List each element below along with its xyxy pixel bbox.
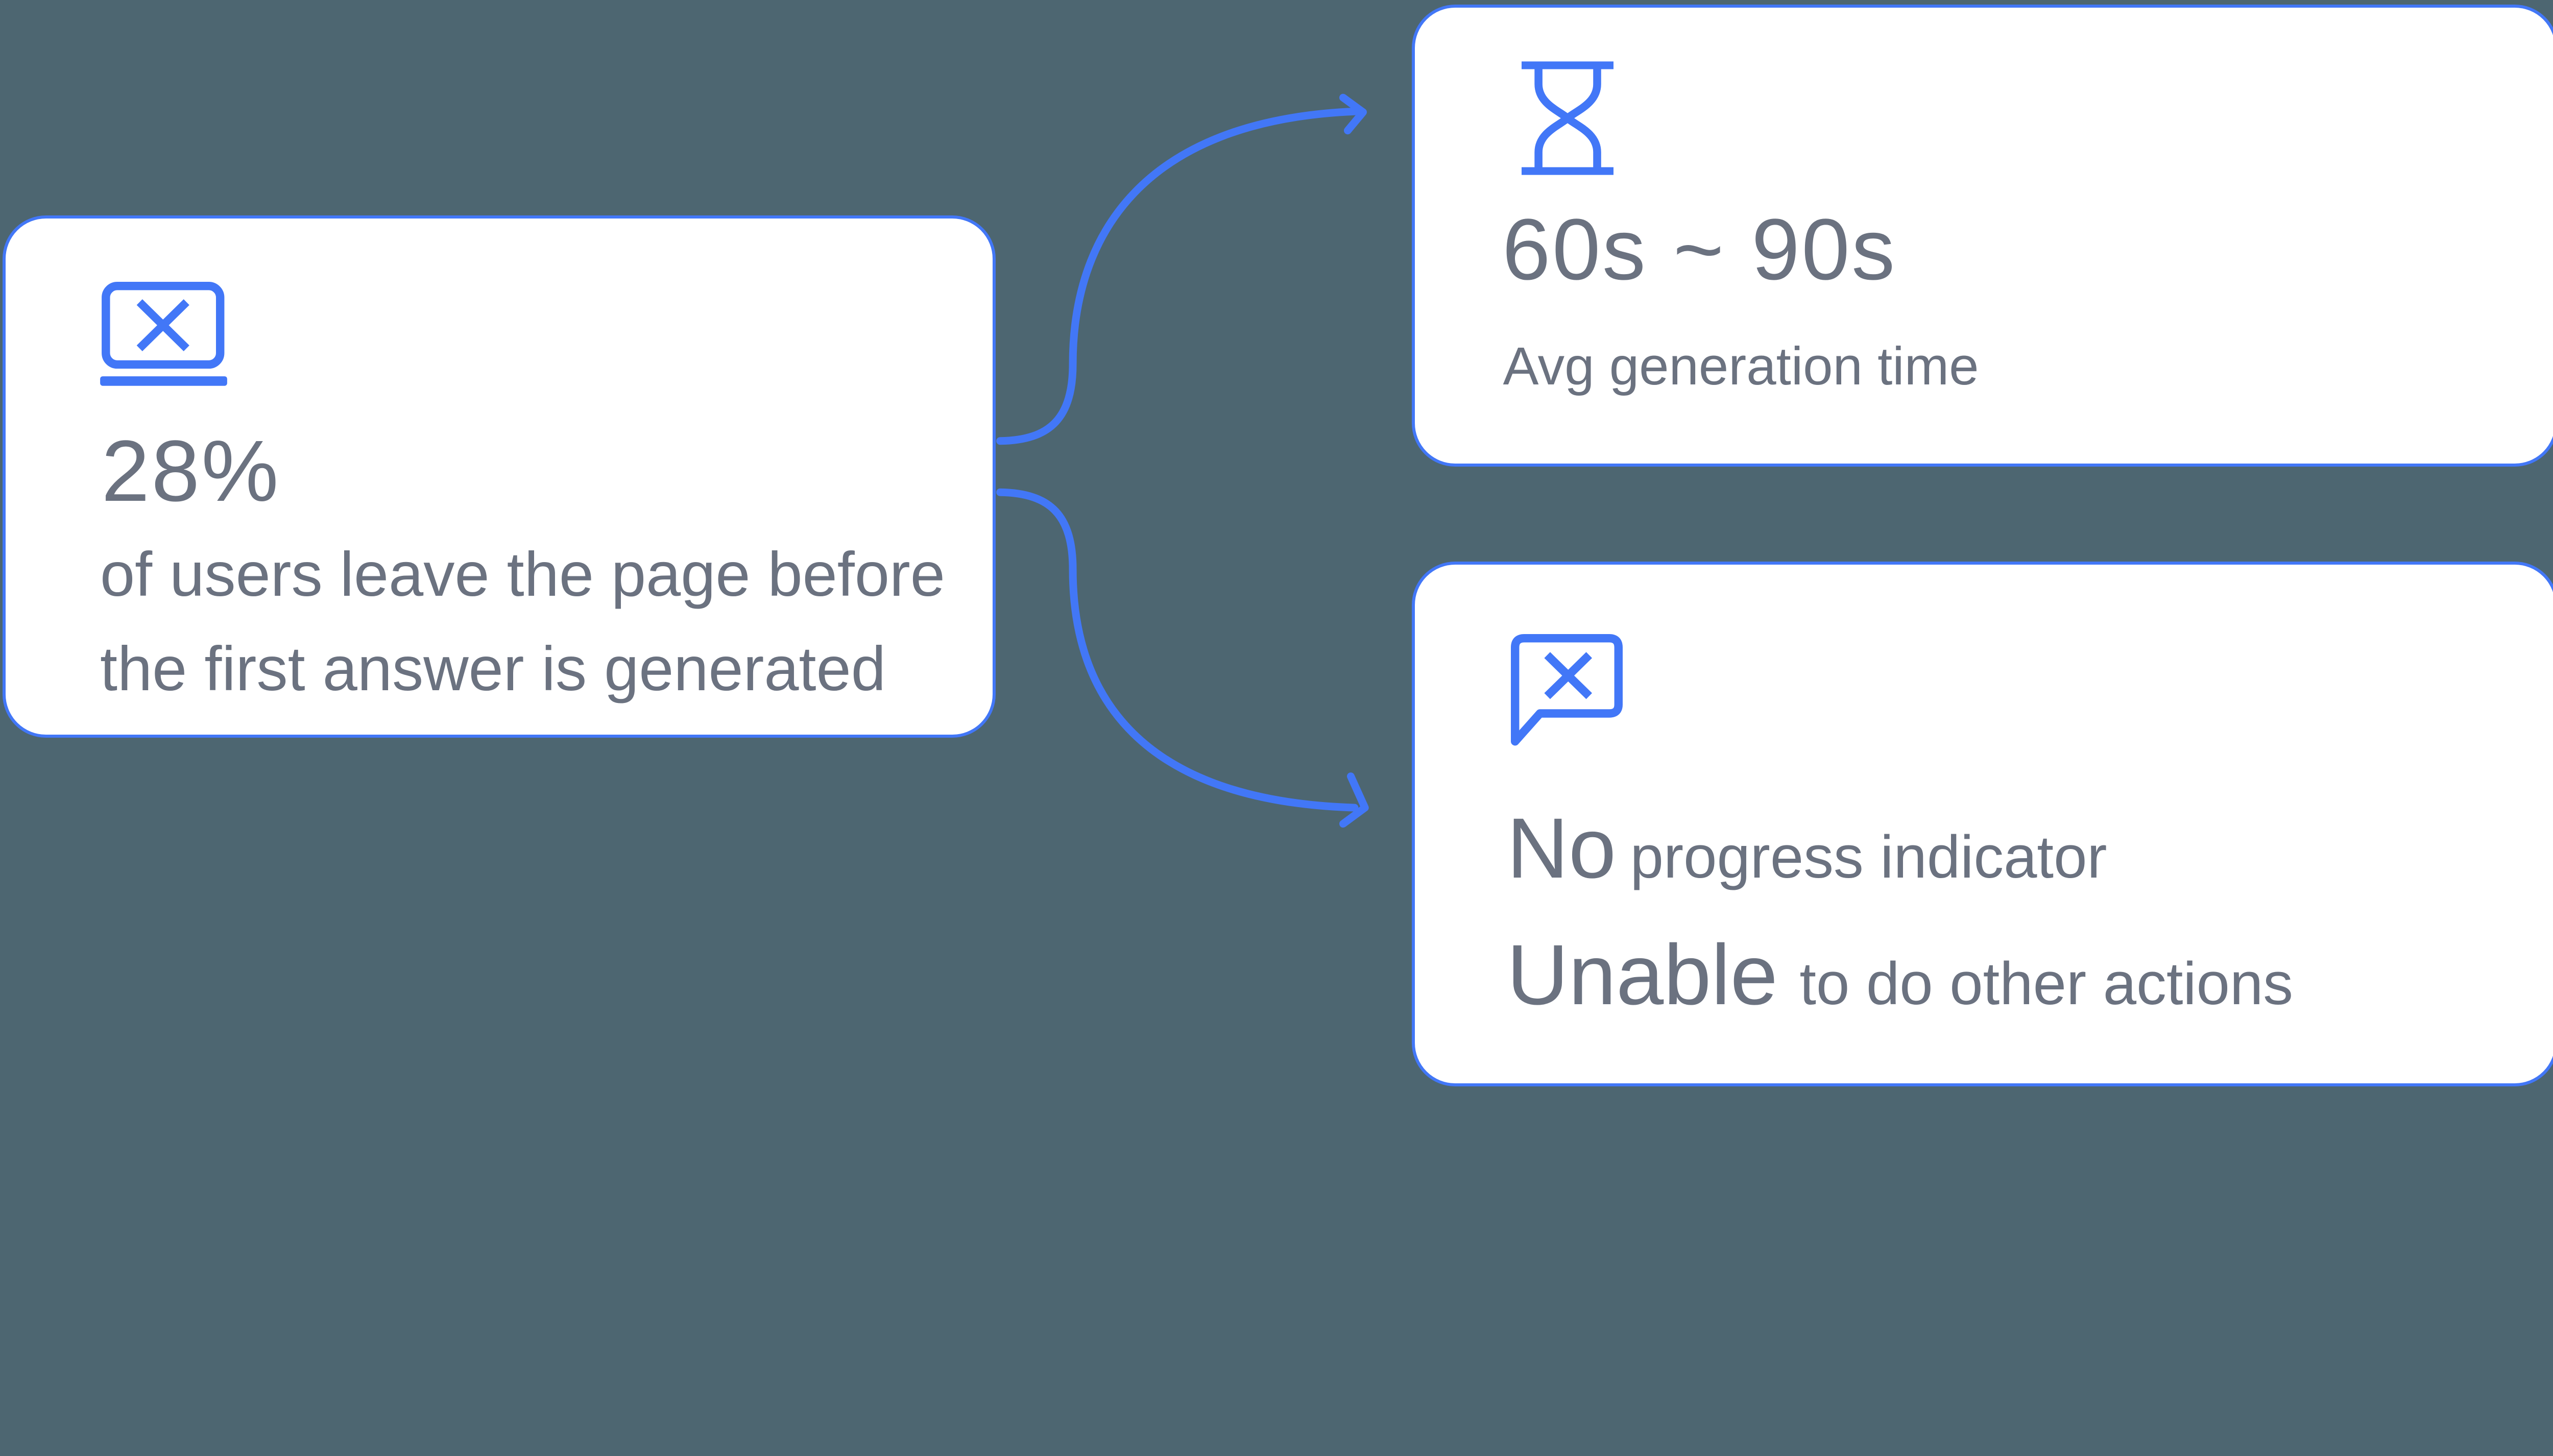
limitation-detail: progress indicator xyxy=(1630,823,2107,890)
generation-time-card: 60s ~ 90s Avg generation time xyxy=(1412,5,2553,467)
problem-description: of users leave the page before the first… xyxy=(100,527,993,716)
arrow-to-generation-time-card xyxy=(996,93,1367,445)
connector-arrows xyxy=(996,93,1369,828)
limitation-detail: to do other actions xyxy=(1799,950,2294,1017)
limitation-emphasis: No xyxy=(1507,800,1617,896)
problem-description-line: the first answer is generated xyxy=(100,633,886,703)
generation-time-caption: Avg generation time xyxy=(1503,336,1979,396)
problem-card: 28% of users leave the page before the f… xyxy=(3,215,996,738)
arrow-to-limitations-card xyxy=(996,488,1369,828)
problem-stat: 28% xyxy=(101,423,280,520)
chat-error-icon xyxy=(1510,634,1623,746)
infographic: 28% of users leave the page before the f… xyxy=(3,5,2553,1086)
problem-description-line: of users leave the page before xyxy=(100,539,945,609)
hourglass-icon xyxy=(1522,61,1613,176)
generation-time-stat: 60s ~ 90s xyxy=(1502,201,1897,298)
closed-browser-icon xyxy=(100,281,227,386)
limitation-emphasis: Unable xyxy=(1507,927,1778,1023)
